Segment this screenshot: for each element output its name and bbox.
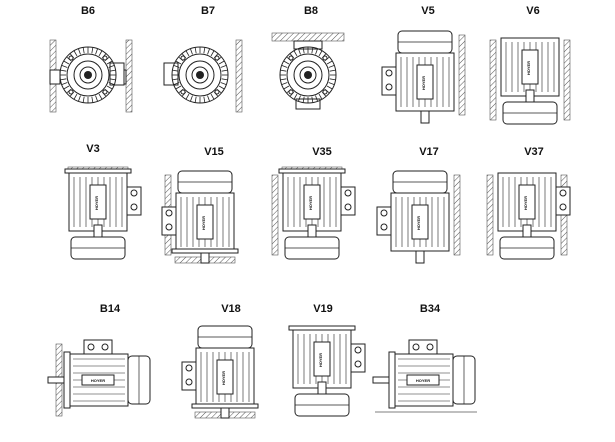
motor-drawing xyxy=(163,39,243,113)
position-label: V6 xyxy=(526,5,539,17)
motor-drawing: HOYER xyxy=(372,339,477,413)
motor-drawing: HOYER xyxy=(181,325,259,419)
svg-text:HOYER: HOYER xyxy=(523,196,528,210)
position-label: B34 xyxy=(420,303,441,315)
motor-drawing: HOYER xyxy=(376,170,461,264)
position-label: B6 xyxy=(81,5,95,17)
position-label: V18 xyxy=(221,303,241,315)
motor-drawing: HOYER xyxy=(47,339,151,417)
motor-drawing xyxy=(49,39,133,113)
svg-text:HOYER: HOYER xyxy=(91,378,105,383)
svg-text:HOYER: HOYER xyxy=(221,371,226,385)
position-label: V35 xyxy=(312,146,332,158)
position-label: V19 xyxy=(313,303,333,315)
svg-text:HOYER: HOYER xyxy=(308,196,313,210)
position-label: V17 xyxy=(419,146,439,158)
position-label: B7 xyxy=(201,5,215,17)
position-label: B8 xyxy=(304,5,318,17)
motor-drawing: HOYER xyxy=(486,172,571,260)
svg-text:HOYER: HOYER xyxy=(416,216,421,230)
motor-drawing: HOYER xyxy=(271,166,356,260)
svg-text:HOYER: HOYER xyxy=(318,353,323,367)
position-label: V5 xyxy=(421,5,434,17)
motor-drawing: HOYER xyxy=(381,30,466,124)
motor-drawing: HOYER xyxy=(64,166,142,260)
position-label: V37 xyxy=(524,146,544,158)
position-label: V15 xyxy=(204,146,224,158)
position-label: B14 xyxy=(100,303,121,315)
svg-text:HOYER: HOYER xyxy=(201,216,206,230)
motor-drawing: HOYER xyxy=(161,170,239,264)
position-label: V3 xyxy=(86,143,99,155)
motor-drawing xyxy=(271,32,345,110)
motor-drawing: HOYER xyxy=(288,325,366,417)
svg-text:HOYER: HOYER xyxy=(94,196,99,210)
svg-text:HOYER: HOYER xyxy=(421,76,426,90)
mounting-position-b7: B7 xyxy=(163,5,243,113)
mounting-position-b8: B8 xyxy=(271,5,345,110)
svg-text:HOYER: HOYER xyxy=(526,61,531,75)
mounting-position-b6: B6 xyxy=(49,5,133,113)
svg-text:HOYER: HOYER xyxy=(416,378,430,383)
motor-drawing: HOYER xyxy=(489,37,571,125)
